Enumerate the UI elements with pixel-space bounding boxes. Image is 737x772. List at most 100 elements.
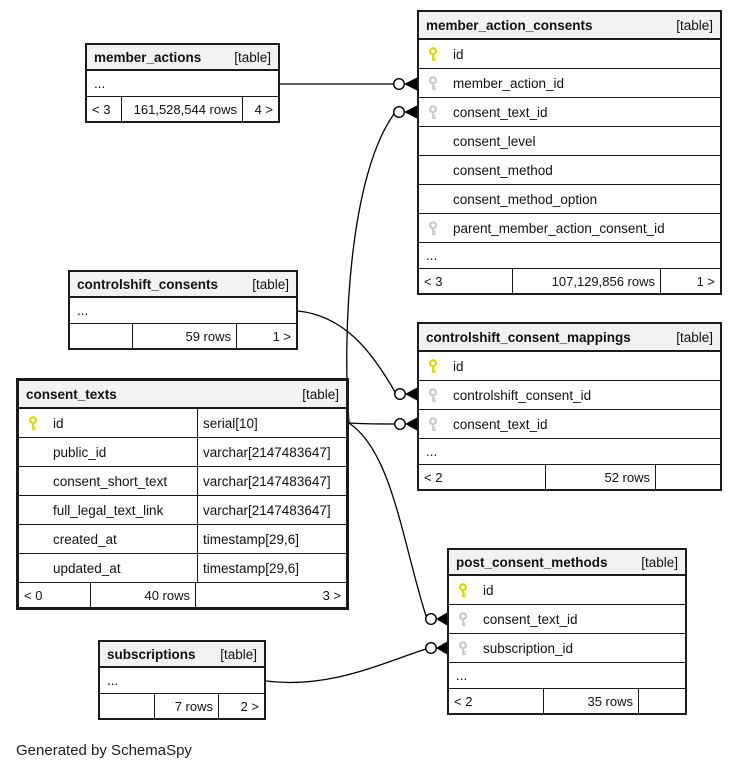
table-header: member_action_consents [table] xyxy=(419,12,720,40)
cardinality-circle-marker xyxy=(425,613,438,626)
table-header: consent_texts [table] xyxy=(19,381,346,409)
table-tag: [table] xyxy=(234,49,271,65)
crowsfoot-arrow-marker xyxy=(404,105,418,119)
column-row-more: ... xyxy=(70,298,296,324)
footer-page-left: < 2 xyxy=(424,469,443,485)
foreign-key-icon xyxy=(428,104,453,120)
column-name: consent_short_text xyxy=(53,473,168,489)
column-row-more: ... xyxy=(419,243,720,269)
column-row-id: id xyxy=(419,352,720,381)
footer-page-right: 2 > xyxy=(218,694,264,718)
column-row-subscription_id: subscription_id xyxy=(449,634,685,663)
footer-page-right xyxy=(655,465,720,489)
footer-row-count: 7 rows xyxy=(154,694,218,718)
table-node-post-consent-methods[interactable]: post_consent_methods [table] id consent_tex… xyxy=(447,548,687,715)
column-type: serial[10] xyxy=(203,415,258,431)
column-type: timestamp[29,6] xyxy=(203,531,300,547)
column-row-id: id xyxy=(419,40,720,69)
primary-key-icon xyxy=(458,582,483,598)
table-name: subscriptions xyxy=(107,646,196,662)
column-name: consent_text_id xyxy=(453,104,548,120)
column-row-member_action_id: member_action_id xyxy=(419,69,720,98)
table-name: consent_texts xyxy=(26,386,117,402)
table-tag: [table] xyxy=(676,17,713,33)
column-row-more: ... xyxy=(87,71,278,97)
column-name-cell: id xyxy=(19,409,198,437)
footer-row-count: 59 rows xyxy=(132,324,236,348)
relationship-line-consent-texts-to-mac xyxy=(346,113,395,424)
column-name-cell: created_at xyxy=(19,525,198,553)
column-row-more: ... xyxy=(449,663,685,689)
footer-page-right: 1 > xyxy=(660,269,720,293)
footer-row-count: 107,129,856 rows xyxy=(512,269,660,293)
table-name: controlshift_consent_mappings xyxy=(426,329,631,345)
column-row-id: id xyxy=(449,576,685,605)
column-type: varchar[2147483647] xyxy=(203,444,331,460)
foreign-key-icon xyxy=(428,387,453,403)
column-name-cell: consent_short_text xyxy=(19,467,198,495)
footer-page-left xyxy=(70,324,132,348)
table-tag: [table] xyxy=(302,386,339,402)
column-row-consent_short_text: consent_short_text varchar[2147483647] xyxy=(19,467,346,496)
footer-row-count: 40 rows xyxy=(90,583,195,607)
column-name: consent_text_id xyxy=(453,416,548,432)
generator-note: Generated by SchemaSpy xyxy=(16,742,192,759)
column-name: full_legal_text_link xyxy=(53,502,164,518)
column-row-created_at: created_at timestamp[29,6] xyxy=(19,525,346,554)
primary-key-icon xyxy=(28,415,53,431)
column-row-controlshift_consent_id: controlshift_consent_id xyxy=(419,381,720,410)
table-node-controlshift-consent-mappings[interactable]: controlshift_consent_mappings[table]id co… xyxy=(417,322,722,491)
column-type: varchar[2147483647] xyxy=(203,473,331,489)
column-row-id: id serial[10] xyxy=(19,409,346,438)
footer-row-count: 161,528,544 rows xyxy=(121,97,242,121)
column-row-more: ... xyxy=(100,668,264,694)
column-name: id xyxy=(453,46,464,62)
table-name: post_consent_methods xyxy=(456,554,608,570)
crowsfoot-arrow-marker xyxy=(404,77,418,91)
footer-page-right: 1 > xyxy=(236,324,296,348)
column-row-updated_at: updated_at timestamp[29,6] xyxy=(19,554,346,583)
column-name: created_at xyxy=(53,531,117,547)
table-header: controlshift_consent_mappings[table] xyxy=(419,324,720,352)
column-row-consent_method_option: consent_method_option xyxy=(419,185,720,214)
column-row-more: ... xyxy=(419,439,720,465)
column-name: controlshift_consent_id xyxy=(453,387,592,403)
foreign-key-icon xyxy=(428,416,453,432)
foreign-key-icon xyxy=(428,75,453,91)
foreign-key-icon xyxy=(458,640,483,656)
column-name: consent_text_id xyxy=(483,611,578,627)
column-name: updated_at xyxy=(53,560,121,576)
table-node-member-action-consents[interactable]: member_action_consents [table] id member_ac… xyxy=(417,10,722,295)
table-tag: [table] xyxy=(220,646,257,662)
column-name: ... xyxy=(94,76,106,91)
cardinality-circle-marker xyxy=(394,418,407,431)
cardinality-circle-marker xyxy=(394,388,407,401)
table-name: member_action_consents xyxy=(426,17,593,33)
column-name: ... xyxy=(456,668,468,683)
footer-row-count: 52 rows xyxy=(545,465,655,489)
relationship-line-subscriptions xyxy=(265,648,427,684)
table-node-consent-texts[interactable]: consent_texts [table] id serial[10] public_i… xyxy=(16,378,349,610)
footer-page-left: < 0 xyxy=(24,587,43,603)
column-name-cell: updated_at xyxy=(19,554,198,582)
column-name: subscription_id xyxy=(483,640,574,656)
column-row-consent_text_id: consent_text_id xyxy=(449,605,685,634)
column-name: id xyxy=(483,582,494,598)
cardinality-circle-marker xyxy=(425,642,438,655)
column-type: timestamp[29,6] xyxy=(203,560,300,576)
column-name: ... xyxy=(426,444,438,459)
relationship-line-consent-texts-to-mappings xyxy=(348,422,395,425)
footer-page-left: < 2 xyxy=(454,693,473,709)
column-name: ... xyxy=(77,303,89,318)
table-name: controlshift_consents xyxy=(77,276,219,292)
table-tag: [table] xyxy=(641,554,678,570)
